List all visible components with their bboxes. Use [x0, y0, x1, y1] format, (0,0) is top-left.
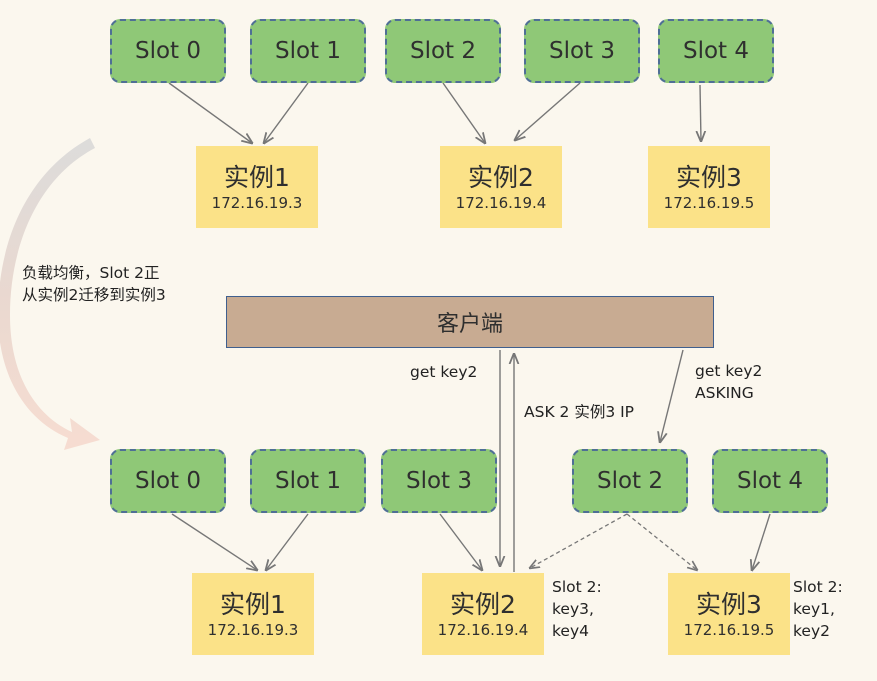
instance2-key-note: Slot 2: key3, key4: [552, 576, 602, 642]
key-note-line: key3,: [552, 600, 594, 618]
slot-label: Slot 2: [409, 38, 477, 64]
bottom-slot4-to-instance3: [752, 513, 771, 570]
top-slot-2: Slot 2: [385, 19, 501, 83]
migration-note-line-1: 负载均衡，Slot 2正: [22, 264, 160, 282]
ask-reply-label: ASK 2 实例3 IP: [524, 403, 635, 421]
key-note-line: key1,: [793, 600, 835, 618]
instance-ip: 172.16.19.3: [211, 193, 303, 212]
bottom-instance-1: 实例1 172.16.19.3: [192, 573, 314, 655]
top-slot-3: Slot 3: [524, 19, 640, 83]
slot-label: Slot 3: [548, 38, 616, 64]
top-slot-4: Slot 4: [658, 19, 774, 83]
instance-ip: 172.16.19.4: [437, 620, 529, 639]
key-note-line: key2: [793, 622, 830, 640]
slot-label: Slot 4: [682, 38, 750, 64]
top-slot3-to-instance2: [515, 82, 581, 140]
top-slot0-to-instance1: [168, 82, 252, 143]
slot-label: Slot 2: [596, 468, 664, 494]
bottom-slot2-to-instance3-dashed: [626, 513, 697, 570]
top-instance-2: 实例2 172.16.19.4: [440, 146, 562, 228]
instance-ip: 172.16.19.4: [455, 193, 547, 212]
instance-name: 实例3: [696, 589, 762, 619]
get-key2-label: get key2: [410, 363, 478, 381]
top-slot-0: Slot 0: [110, 19, 226, 83]
instance-name: 实例2: [468, 162, 534, 192]
migration-note-line-2: 从实例2迁移到实例3: [22, 286, 166, 304]
key-note-line: Slot 2:: [793, 578, 843, 596]
bottom-slot-3: Slot 3: [381, 449, 497, 513]
bottom-slot-2: Slot 2: [572, 449, 688, 513]
bottom-slot-1: Slot 1: [250, 449, 366, 513]
top-slot-1: Slot 1: [250, 19, 366, 83]
migration-curve-arrow: [0, 138, 100, 450]
top-slot4-to-instance3: [700, 84, 701, 141]
bottom-slot1-to-instance1: [266, 513, 309, 570]
instance-name: 实例3: [676, 162, 742, 192]
bottom-slot0-to-instance1: [171, 513, 257, 570]
slot-label: Slot 0: [134, 468, 202, 494]
instance-ip: 172.16.19.5: [663, 193, 755, 212]
asking-label-line-1: get key2: [695, 362, 763, 380]
slot-label: Slot 1: [274, 468, 342, 494]
instance-ip: 172.16.19.3: [207, 620, 299, 639]
key-note-line: key4: [552, 622, 589, 640]
slot-label: Slot 0: [134, 38, 202, 64]
slot-label: Slot 1: [274, 38, 342, 64]
bottom-slot-0: Slot 0: [110, 449, 226, 513]
top-slot2-to-instance2: [442, 82, 485, 143]
asking-label-line-2: ASKING: [695, 384, 754, 402]
instance3-key-note: Slot 2: key1, key2: [793, 576, 843, 642]
instance-name: 实例2: [450, 589, 516, 619]
instance-ip: 172.16.19.5: [683, 620, 775, 639]
slot-label: Slot 3: [405, 468, 473, 494]
bottom-slot-4: Slot 4: [712, 449, 828, 513]
bottom-instance-3: 实例3 172.16.19.5: [668, 573, 790, 655]
client-label: 客户端: [436, 312, 503, 337]
client-box: 客户端: [226, 296, 714, 348]
instance-name: 实例1: [224, 162, 290, 192]
asking-arrow: [660, 349, 684, 442]
top-instance-1: 实例1 172.16.19.3: [196, 146, 318, 228]
instance-name: 实例1: [220, 589, 286, 619]
asking-label: get key2 ASKING: [695, 360, 762, 404]
slot-label: Slot 4: [736, 468, 804, 494]
key-note-line: Slot 2:: [552, 578, 602, 596]
top-instance-3: 实例3 172.16.19.5: [648, 146, 770, 228]
migration-note: 负载均衡，Slot 2正 从实例2迁移到实例3: [22, 262, 166, 306]
top-slot1-to-instance1: [264, 82, 309, 143]
bottom-instance-2: 实例2 172.16.19.4: [422, 573, 544, 655]
bottom-slot3-to-instance2: [439, 513, 482, 570]
bottom-slot2-to-instance2-dashed: [530, 513, 628, 568]
